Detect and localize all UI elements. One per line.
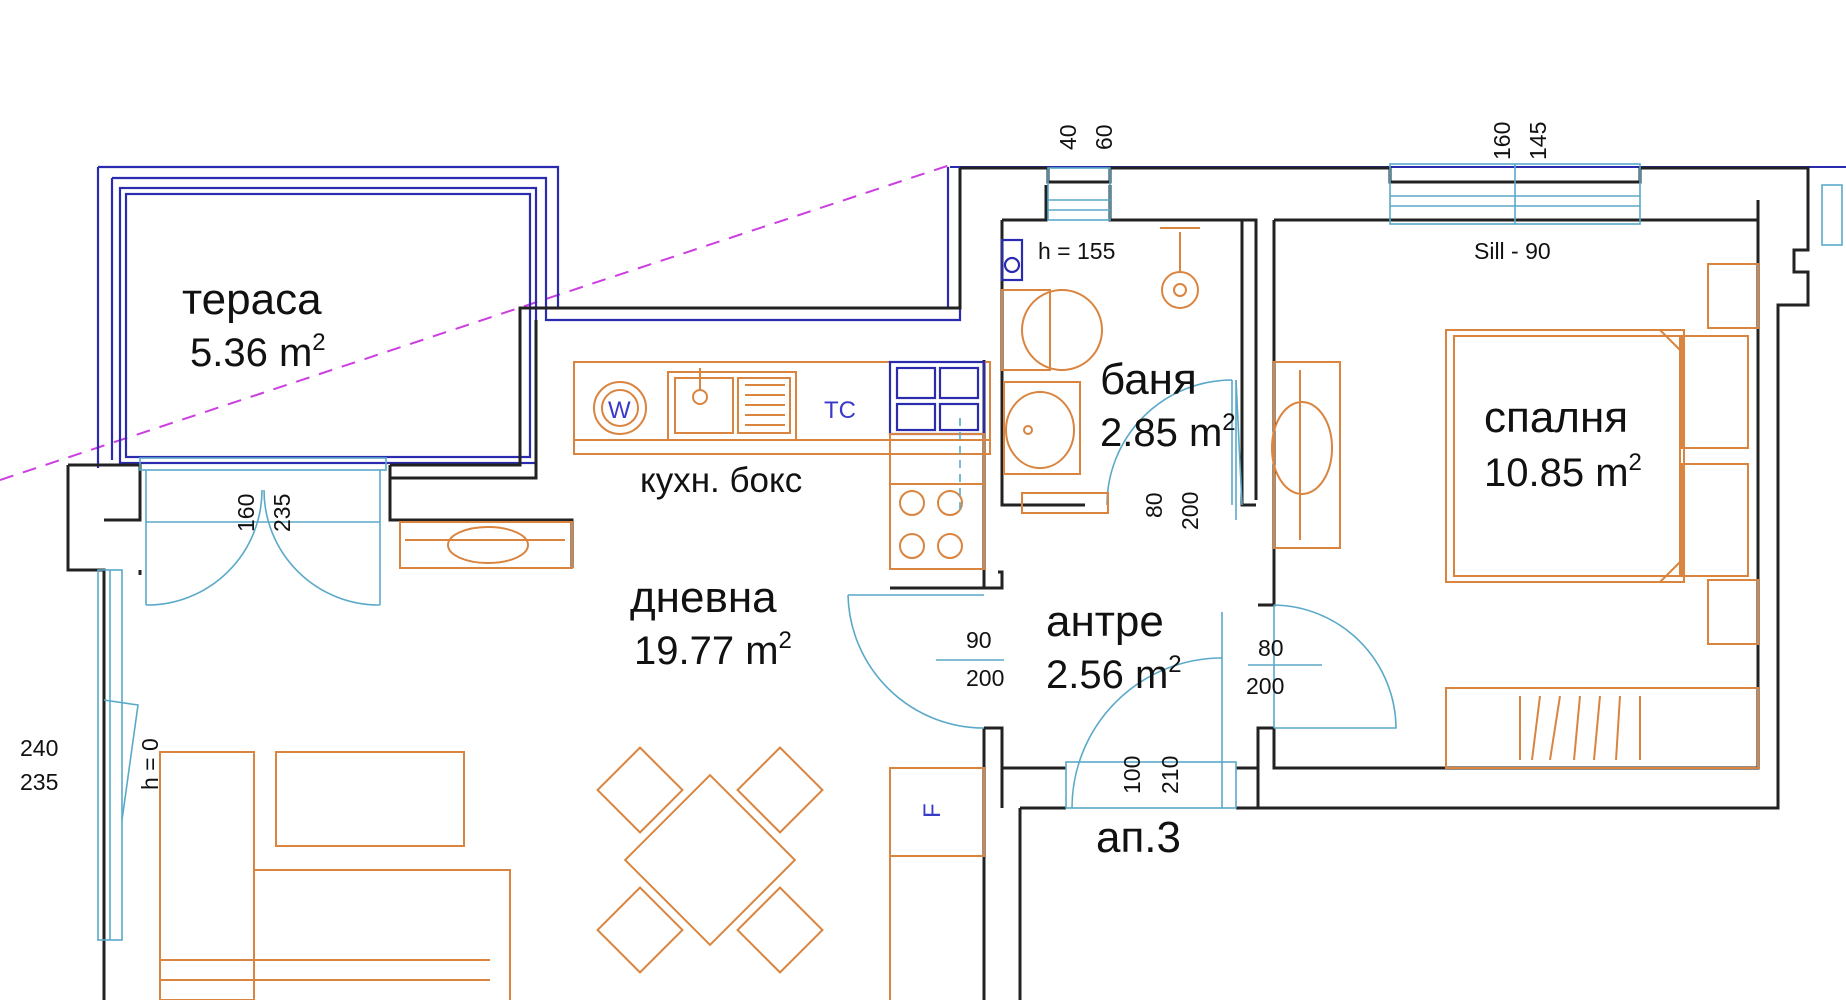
- hall-name: антре: [1046, 597, 1164, 646]
- terrace-door-dim-b: 235: [269, 494, 295, 532]
- living-name: дневна: [630, 573, 777, 622]
- bath-window-dim-b: 60: [1091, 124, 1117, 150]
- bedroom-area: 10.85 m2: [1484, 449, 1642, 495]
- bath-door-dim-b: 200: [1177, 492, 1203, 530]
- side-window-dim-b: 235: [20, 769, 58, 795]
- terrace-area: 5.36 m2: [190, 329, 326, 375]
- openings: [97, 163, 1843, 941]
- apartment-label: ап.3: [1096, 813, 1181, 862]
- kitchen-name: кухн. бокс: [640, 461, 802, 500]
- terrace-walls: [96, 165, 962, 468]
- living-door-dim-b: 200: [966, 665, 1004, 691]
- side-sill-note: h = 0: [137, 738, 163, 790]
- bed-sill-note: Sill - 90: [1474, 238, 1551, 264]
- washer-symbol: W: [608, 397, 631, 424]
- entry-door-dim-a: 100: [1119, 756, 1145, 794]
- terrace-door-dim-a: 160: [233, 494, 259, 532]
- hall-area: 2.56 m2: [1046, 651, 1182, 697]
- living-area: 19.77 m2: [634, 627, 792, 673]
- bedroom-name: спалня: [1484, 393, 1628, 442]
- property-line: [0, 164, 951, 481]
- fridge-b-symbol: F: [919, 803, 946, 818]
- bed-window-dim-b: 145: [1525, 122, 1551, 160]
- living-door-dim-a: 90: [966, 627, 992, 653]
- furniture: [159, 227, 1759, 1000]
- bed-window-dim-a: 160: [1489, 122, 1515, 160]
- terrace-name: тераса: [182, 275, 322, 324]
- bath-sill-note: h = 155: [1038, 238, 1115, 264]
- bath-door-dim-a: 80: [1141, 492, 1167, 518]
- walls: [66, 166, 1810, 1000]
- bathroom-name: баня: [1100, 355, 1197, 404]
- fridge-symbol: TC: [824, 397, 856, 424]
- bed-door-dim-b: 200: [1246, 673, 1284, 699]
- side-window-dim-a: 240: [20, 735, 58, 761]
- entry-door-dim-b: 210: [1157, 756, 1183, 794]
- bath-window-dim-a: 40: [1055, 124, 1081, 150]
- bathroom-area: 2.85 m2: [1100, 409, 1236, 455]
- bed-door-dim-a: 80: [1258, 635, 1284, 661]
